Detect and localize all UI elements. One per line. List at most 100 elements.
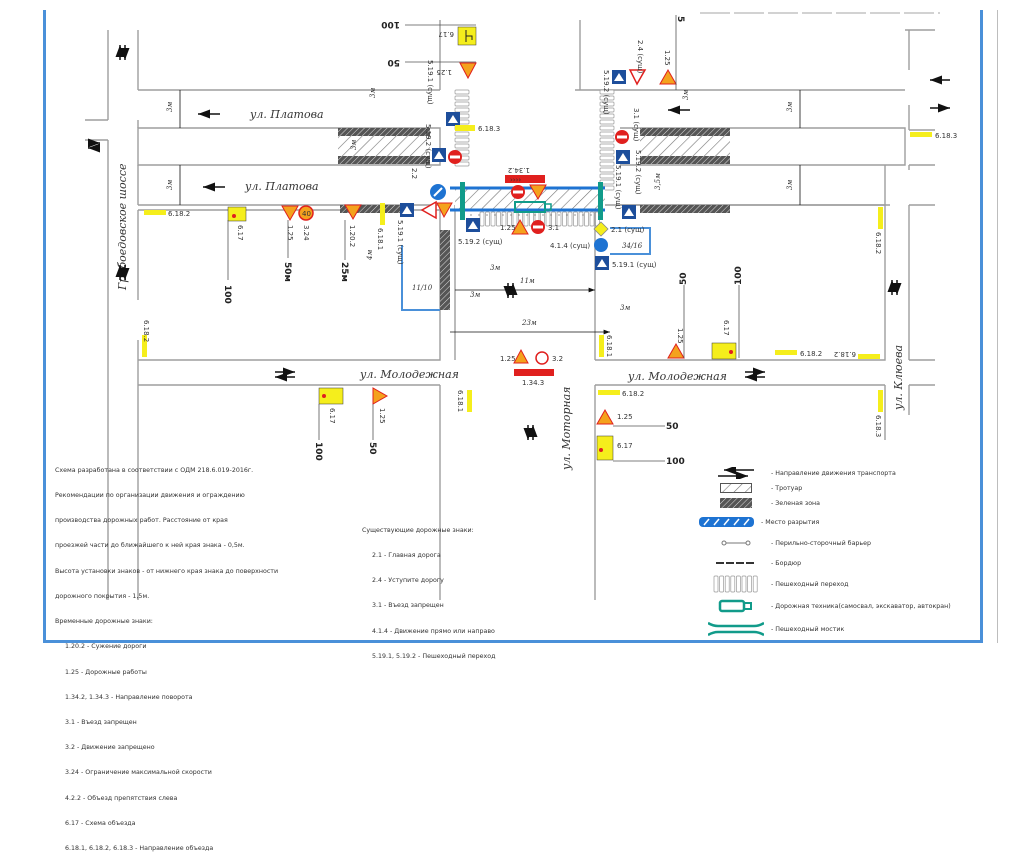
straight-or-right-sign-4-1-4 <box>594 238 608 252</box>
crosswalk-stripe <box>567 211 573 227</box>
road-edge <box>439 20 581 90</box>
legend-item: - Зеленая зона <box>705 496 820 510</box>
crosswalk-stripe <box>599 143 615 149</box>
road-edge <box>884 30 910 415</box>
sign-label: 1.34.2 <box>508 166 530 174</box>
road-machinery-icon <box>705 599 767 613</box>
sign-label: 3.1 (сущ) <box>632 108 640 142</box>
green-zones <box>338 128 730 310</box>
sign-label: 5.19.1 (сущ) <box>426 60 434 105</box>
sign-label: 6.18.1 <box>605 335 613 357</box>
sign-label: 1.25 <box>500 355 516 363</box>
dimension-lines <box>179 90 801 335</box>
sign-label: 6.18.2 <box>800 350 822 358</box>
green-zone-icon <box>705 498 767 508</box>
crosswalk-stripe <box>479 211 485 227</box>
chevrons-glyph: ›››› <box>510 176 521 184</box>
crosswalk-stripe <box>599 173 615 179</box>
sidewalk <box>338 136 430 156</box>
legend-label: - Направление движения транспорта <box>771 469 896 477</box>
dim-3m: 3м <box>490 264 500 272</box>
legend-label: - Зеленая зона <box>771 499 821 507</box>
road-works-sign-1-25 <box>659 68 677 85</box>
dim-3m: 3м <box>682 90 690 100</box>
dim-3m: 3м <box>166 102 174 112</box>
dim-3m: 3м <box>786 180 794 190</box>
crosswalk-stripe <box>599 89 615 95</box>
legend-item: - Пешеходный переход <box>705 575 848 593</box>
detour-left-glyph <box>433 187 443 197</box>
crosswalk-stripe <box>454 101 470 107</box>
pedestrian-bridge-icon <box>705 621 767 637</box>
sign-label: 1.34.3 <box>522 379 544 387</box>
crosswalk-icon <box>705 575 767 593</box>
no-entry-bar <box>450 155 460 159</box>
detour-direction-sign-6-18-2 <box>142 335 147 357</box>
crosswalk-stripe <box>454 89 470 95</box>
legend-item: - Пешеходный мостик <box>705 620 844 638</box>
sign-label: 5.19.1 (сущ) <box>612 261 657 269</box>
road-works-sign-1-25 <box>459 62 477 80</box>
street-name-molodezhnaya-left: ул. Молодежная <box>359 368 459 381</box>
sign-label: 1.25 <box>286 225 294 241</box>
legend-label: - Тротуар <box>771 484 803 492</box>
crosswalk-stripe <box>599 125 615 131</box>
dim-3m: 3м <box>620 304 630 312</box>
distance-100: 100 <box>381 19 400 29</box>
road-outlines <box>85 20 935 600</box>
green-zone <box>640 205 730 213</box>
dim-3m: 3м <box>350 140 358 150</box>
sign-label: 5.19.1 (сущ) <box>396 220 404 265</box>
legend-item: - Место разрытия <box>695 515 819 529</box>
crosswalk-stripe <box>599 155 615 161</box>
road-works-sign-1-25 <box>372 387 389 405</box>
street-name-molodezhnaya-right: ул. Молодежная <box>627 370 727 383</box>
crosswalk-stripe <box>599 95 615 101</box>
distance-100: 100 <box>222 285 232 304</box>
turn-direction-sign-1-34-2 <box>505 175 545 183</box>
traffic-scheme-diagram: ул. Платова ул. Платова Грибоедовское шо… <box>85 12 957 600</box>
green-zone <box>338 156 430 164</box>
road-works-sign-1-25 <box>281 205 299 222</box>
general-notes: Схема разработана в соответствии с ОДМ 2… <box>55 450 278 862</box>
distance-50: 50 <box>666 422 679 432</box>
crosswalk-stripe <box>584 211 589 227</box>
excavation-zone <box>450 182 605 220</box>
crosswalk-stripe <box>490 211 496 227</box>
sign-label: 6.17 <box>328 408 336 424</box>
sign-label: 6.18.2 <box>622 390 644 398</box>
crosswalk-stripe <box>599 167 615 173</box>
dim-3-5m: 3,5м <box>654 173 662 190</box>
crosswalk-stripe <box>730 575 736 593</box>
detour-direction-sign-6-18-1 <box>467 390 472 412</box>
crosswalk-stripe <box>454 107 470 113</box>
crosswalk-stripe <box>719 575 724 593</box>
road-works-sign-1-25 <box>529 184 547 201</box>
crosswalk-stripe <box>599 101 615 107</box>
distance-25m: 25м <box>339 262 349 282</box>
sign-label: 5.19.2 (сущ) <box>634 150 642 195</box>
notes-line: проезжей части до ближайшего к ней края … <box>55 542 245 550</box>
sign-label: 4.1.4 (сущ) <box>550 242 590 250</box>
crosswalk-stripe <box>736 575 741 593</box>
crosswalk-stripe <box>485 211 490 227</box>
crosswalk-stripe <box>599 107 615 113</box>
crosswalk-stripe <box>713 575 719 593</box>
distance-100: 100 <box>313 442 323 461</box>
sign-label: 6.18.1 <box>376 228 384 250</box>
road-works-sign-1-25 <box>511 218 529 235</box>
detour-scheme-sign-6-17 <box>711 342 737 360</box>
street-name-motornaya: ул. Моторная <box>560 387 573 471</box>
legend-item: - Бордюр <box>705 556 801 570</box>
dim-3m: 3м <box>166 180 174 190</box>
sign-label: 1.25 <box>663 50 671 66</box>
legend-item: - Перильно-сторочный барьер <box>705 536 871 550</box>
dim-11m: 11м <box>520 277 535 285</box>
crosswalk-glyph <box>614 73 624 81</box>
sign-label: 6.17 <box>438 30 454 38</box>
detour-direction-sign-6-18-3 <box>878 390 883 412</box>
detour-box-right-label: 34/16 <box>622 242 643 250</box>
detour-box-left-label: 11/10 <box>412 284 433 292</box>
sign-label: 5.19.2 (сущ) <box>458 238 503 246</box>
detour-direction-sign-6-18-1 <box>599 335 604 357</box>
